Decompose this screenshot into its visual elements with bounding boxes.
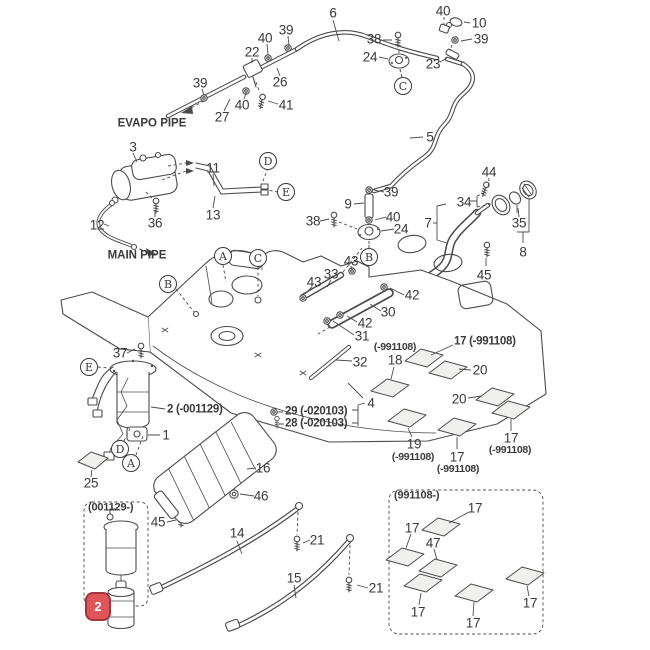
part-number-label: 19 xyxy=(406,436,422,452)
part-number-label: 39 xyxy=(383,184,399,200)
part-text-label: (001129-) xyxy=(88,501,134,514)
part-number-label: 38 xyxy=(305,213,321,229)
part-number-label: 30 xyxy=(380,304,396,320)
letter-callout-c: C xyxy=(394,77,412,95)
part-number-label: 36 xyxy=(147,215,163,231)
part-number-label: 21 xyxy=(309,532,325,548)
part-number-label: 18 xyxy=(387,352,403,368)
letter-callout-e: E xyxy=(80,358,98,376)
evapo-pipe-group xyxy=(165,17,476,194)
letter-callout-e: E xyxy=(277,183,295,201)
letter-callout-b: B xyxy=(360,248,378,266)
letter-callout-a: A xyxy=(214,247,232,265)
part-text-label: (-991108) xyxy=(488,443,532,456)
part-number-label: 40 xyxy=(385,209,401,225)
letter-callout-c: C xyxy=(249,249,267,267)
part-number-label: 39 xyxy=(278,22,294,38)
part-number-label: 41 xyxy=(278,97,294,113)
part-text-label: 2 (-001129) xyxy=(167,403,223,416)
part-number-label: 39 xyxy=(473,31,489,47)
part-number-label: 31 xyxy=(354,328,370,344)
part-number-label: 33 xyxy=(323,266,339,282)
letter-callout-b: B xyxy=(159,275,177,293)
part-text-label: (-991108) xyxy=(436,462,480,475)
part-number-label: 15 xyxy=(286,570,302,586)
letter-callout-d: D xyxy=(259,152,277,170)
leader-lines xyxy=(90,19,530,617)
part-number-label: 17 xyxy=(449,449,465,465)
part-number-label: 21 xyxy=(368,580,384,596)
letter-callout-d: D xyxy=(111,440,129,458)
part-number-label: 17 xyxy=(465,615,481,631)
part-number-label: 23 xyxy=(425,56,441,72)
part-number-label: 10 xyxy=(471,15,487,31)
part-text-label: 17 (-991108) xyxy=(454,335,516,348)
part-number-label: 43 xyxy=(306,274,322,290)
part-number-label: 16 xyxy=(255,460,271,476)
tank-straps xyxy=(148,501,355,632)
part-number-label: 7 xyxy=(424,215,432,231)
part-number-label: 1 xyxy=(162,427,170,443)
part-number-label: 44 xyxy=(481,164,497,180)
part-number-label: 13 xyxy=(205,207,221,223)
part-number-label: 17 xyxy=(467,500,483,516)
part-number-label: 40 xyxy=(257,30,273,46)
part-number-label: 27 xyxy=(214,109,230,125)
part-number-label: 20 xyxy=(472,362,488,378)
part-number-label: 46 xyxy=(253,488,269,504)
part-number-label: 25 xyxy=(83,475,99,491)
part-text-label: 28 (-020103) xyxy=(285,417,348,430)
part-number-label: 24 xyxy=(393,221,409,237)
part-number-label: 40 xyxy=(435,3,451,19)
part-text-label: MAIN PIPE xyxy=(107,249,167,262)
part-number-label: 5 xyxy=(426,129,434,145)
part-number-label: 40 xyxy=(234,97,250,113)
part-number-label: 42 xyxy=(357,315,373,331)
part-text-label: (-991108) xyxy=(373,340,417,353)
part-number-label: 35 xyxy=(511,215,527,231)
highlighted-part-badge[interactable]: 2 xyxy=(85,592,111,621)
part-number-label: 17 xyxy=(522,595,538,611)
rubber-pads xyxy=(370,348,531,437)
part-number-label: 42 xyxy=(404,287,420,303)
canister-group xyxy=(96,151,279,256)
part-number-label: 34 xyxy=(456,194,472,210)
breather-hose-group xyxy=(299,247,394,381)
part-number-label: 43 xyxy=(343,253,359,269)
part-number-label: 17 xyxy=(503,430,519,446)
letter-callout-a: A xyxy=(122,454,140,472)
part-number-label: 17 xyxy=(410,604,426,620)
part-text-label: (-991108) xyxy=(391,450,435,463)
tank-protector xyxy=(153,412,277,524)
part-number-label: 32 xyxy=(352,354,368,370)
part-number-label: 45 xyxy=(150,514,166,530)
part-number-label: 17 xyxy=(404,520,420,536)
part-number-label: 39 xyxy=(192,75,208,91)
pads-kit-box xyxy=(385,489,545,635)
part-number-label: 20 xyxy=(451,391,467,407)
part-text-label: (991108-) xyxy=(394,489,440,502)
part-number-label: 14 xyxy=(229,525,245,541)
part-number-label: 37 xyxy=(112,345,128,361)
part-number-label: 38 xyxy=(366,31,382,47)
part-number-label: 8 xyxy=(519,244,527,260)
part-number-label: 47 xyxy=(425,535,441,551)
part-number-label: 26 xyxy=(272,74,288,90)
part-number-label: 22 xyxy=(244,44,260,60)
fuel-pump-group xyxy=(77,359,157,470)
part-number-label: 9 xyxy=(344,196,352,212)
part-number-label: 3 xyxy=(129,139,137,155)
part-number-label: 24 xyxy=(362,49,378,65)
part-text-label: EVAPO PIPE xyxy=(117,117,187,130)
part-number-label: 11 xyxy=(206,160,220,176)
part-number-label: 6 xyxy=(329,5,337,21)
part-number-label: 45 xyxy=(476,267,492,283)
vent-valve-group xyxy=(330,186,381,248)
part-text-label: 29 (-020103) xyxy=(285,405,348,418)
part-number-label: 12 xyxy=(89,217,105,233)
part-number-label: 4 xyxy=(367,395,375,411)
pump-kit-box xyxy=(83,501,185,630)
